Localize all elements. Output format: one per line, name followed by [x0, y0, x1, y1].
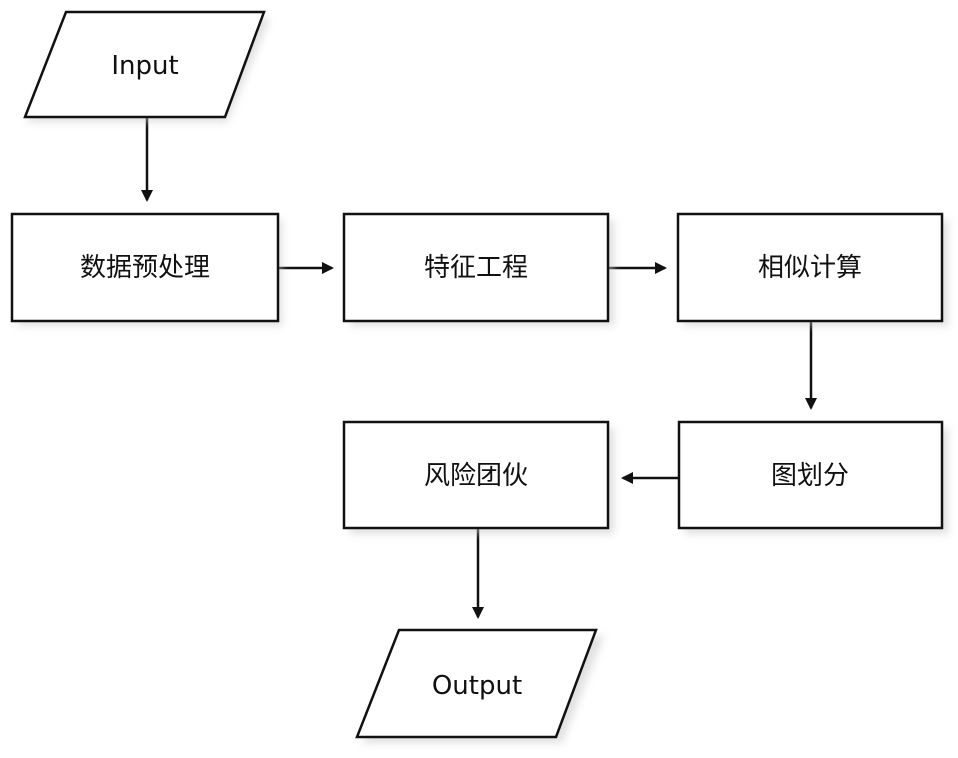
node-preprocess-label: 数据预处理 [80, 253, 210, 283]
node-feature-label: 特征工程 [424, 253, 528, 283]
node-preprocess: 数据预处理 [10, 212, 282, 326]
node-similarity-label: 相似计算 [758, 253, 862, 283]
node-output-label: Output [432, 671, 522, 701]
node-risk-label: 风险团伙 [424, 461, 528, 491]
node-input: Input [23, 10, 270, 122]
node-partition-label: 图划分 [771, 461, 849, 491]
node-input-label: Input [111, 51, 178, 81]
node-similarity: 相似计算 [676, 212, 948, 326]
node-output: Output [355, 628, 604, 743]
node-partition: 图划分 [677, 420, 948, 534]
node-risk: 风险团伙 [342, 420, 614, 534]
node-feature: 特征工程 [342, 212, 614, 326]
